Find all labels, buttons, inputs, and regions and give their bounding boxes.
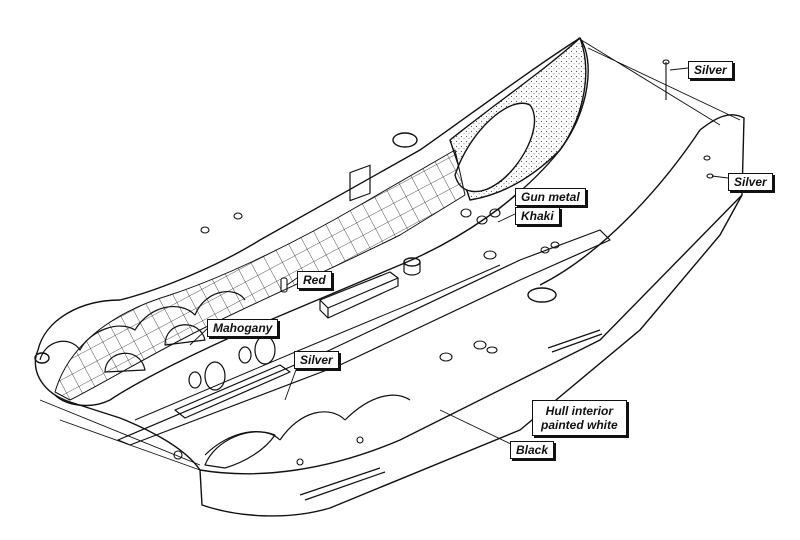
label-hull-interior-line1: Hull interior [545, 404, 613, 418]
label-khaki: Khaki [515, 207, 560, 225]
label-hull-interior: Hull interior painted white [532, 400, 627, 436]
label-silver-mid: Silver [294, 351, 339, 369]
hull-outline [34, 114, 745, 517]
netting [54, 149, 466, 401]
guide-lines [39, 37, 741, 471]
hull-fittings [173, 340, 498, 466]
canopy-window [454, 102, 536, 193]
label-silver-side: Silver [728, 173, 773, 191]
label-mahogany: Mahogany [207, 319, 279, 337]
label-hull-interior-line2: painted white [541, 418, 618, 432]
label-silver-top: Silver [688, 61, 733, 79]
engine-block [319, 271, 399, 319]
side-disc [164, 324, 206, 346]
grab-ring [392, 132, 418, 148]
deck-ridge [134, 264, 501, 421]
hatch-ring [527, 287, 557, 303]
label-black: Black [510, 441, 555, 459]
canopy-outline [37, 37, 589, 407]
side-disc [104, 352, 146, 373]
bow-float [204, 431, 276, 469]
float-bumps [39, 291, 246, 361]
hull-keel-line [199, 194, 743, 475]
label-red: Red [297, 271, 332, 289]
hull-strakes [299, 329, 603, 501]
control-box [349, 164, 371, 202]
inner-deck [117, 229, 611, 446]
label-gun-metal: Gun metal [515, 188, 586, 206]
grab-ring [34, 352, 50, 364]
